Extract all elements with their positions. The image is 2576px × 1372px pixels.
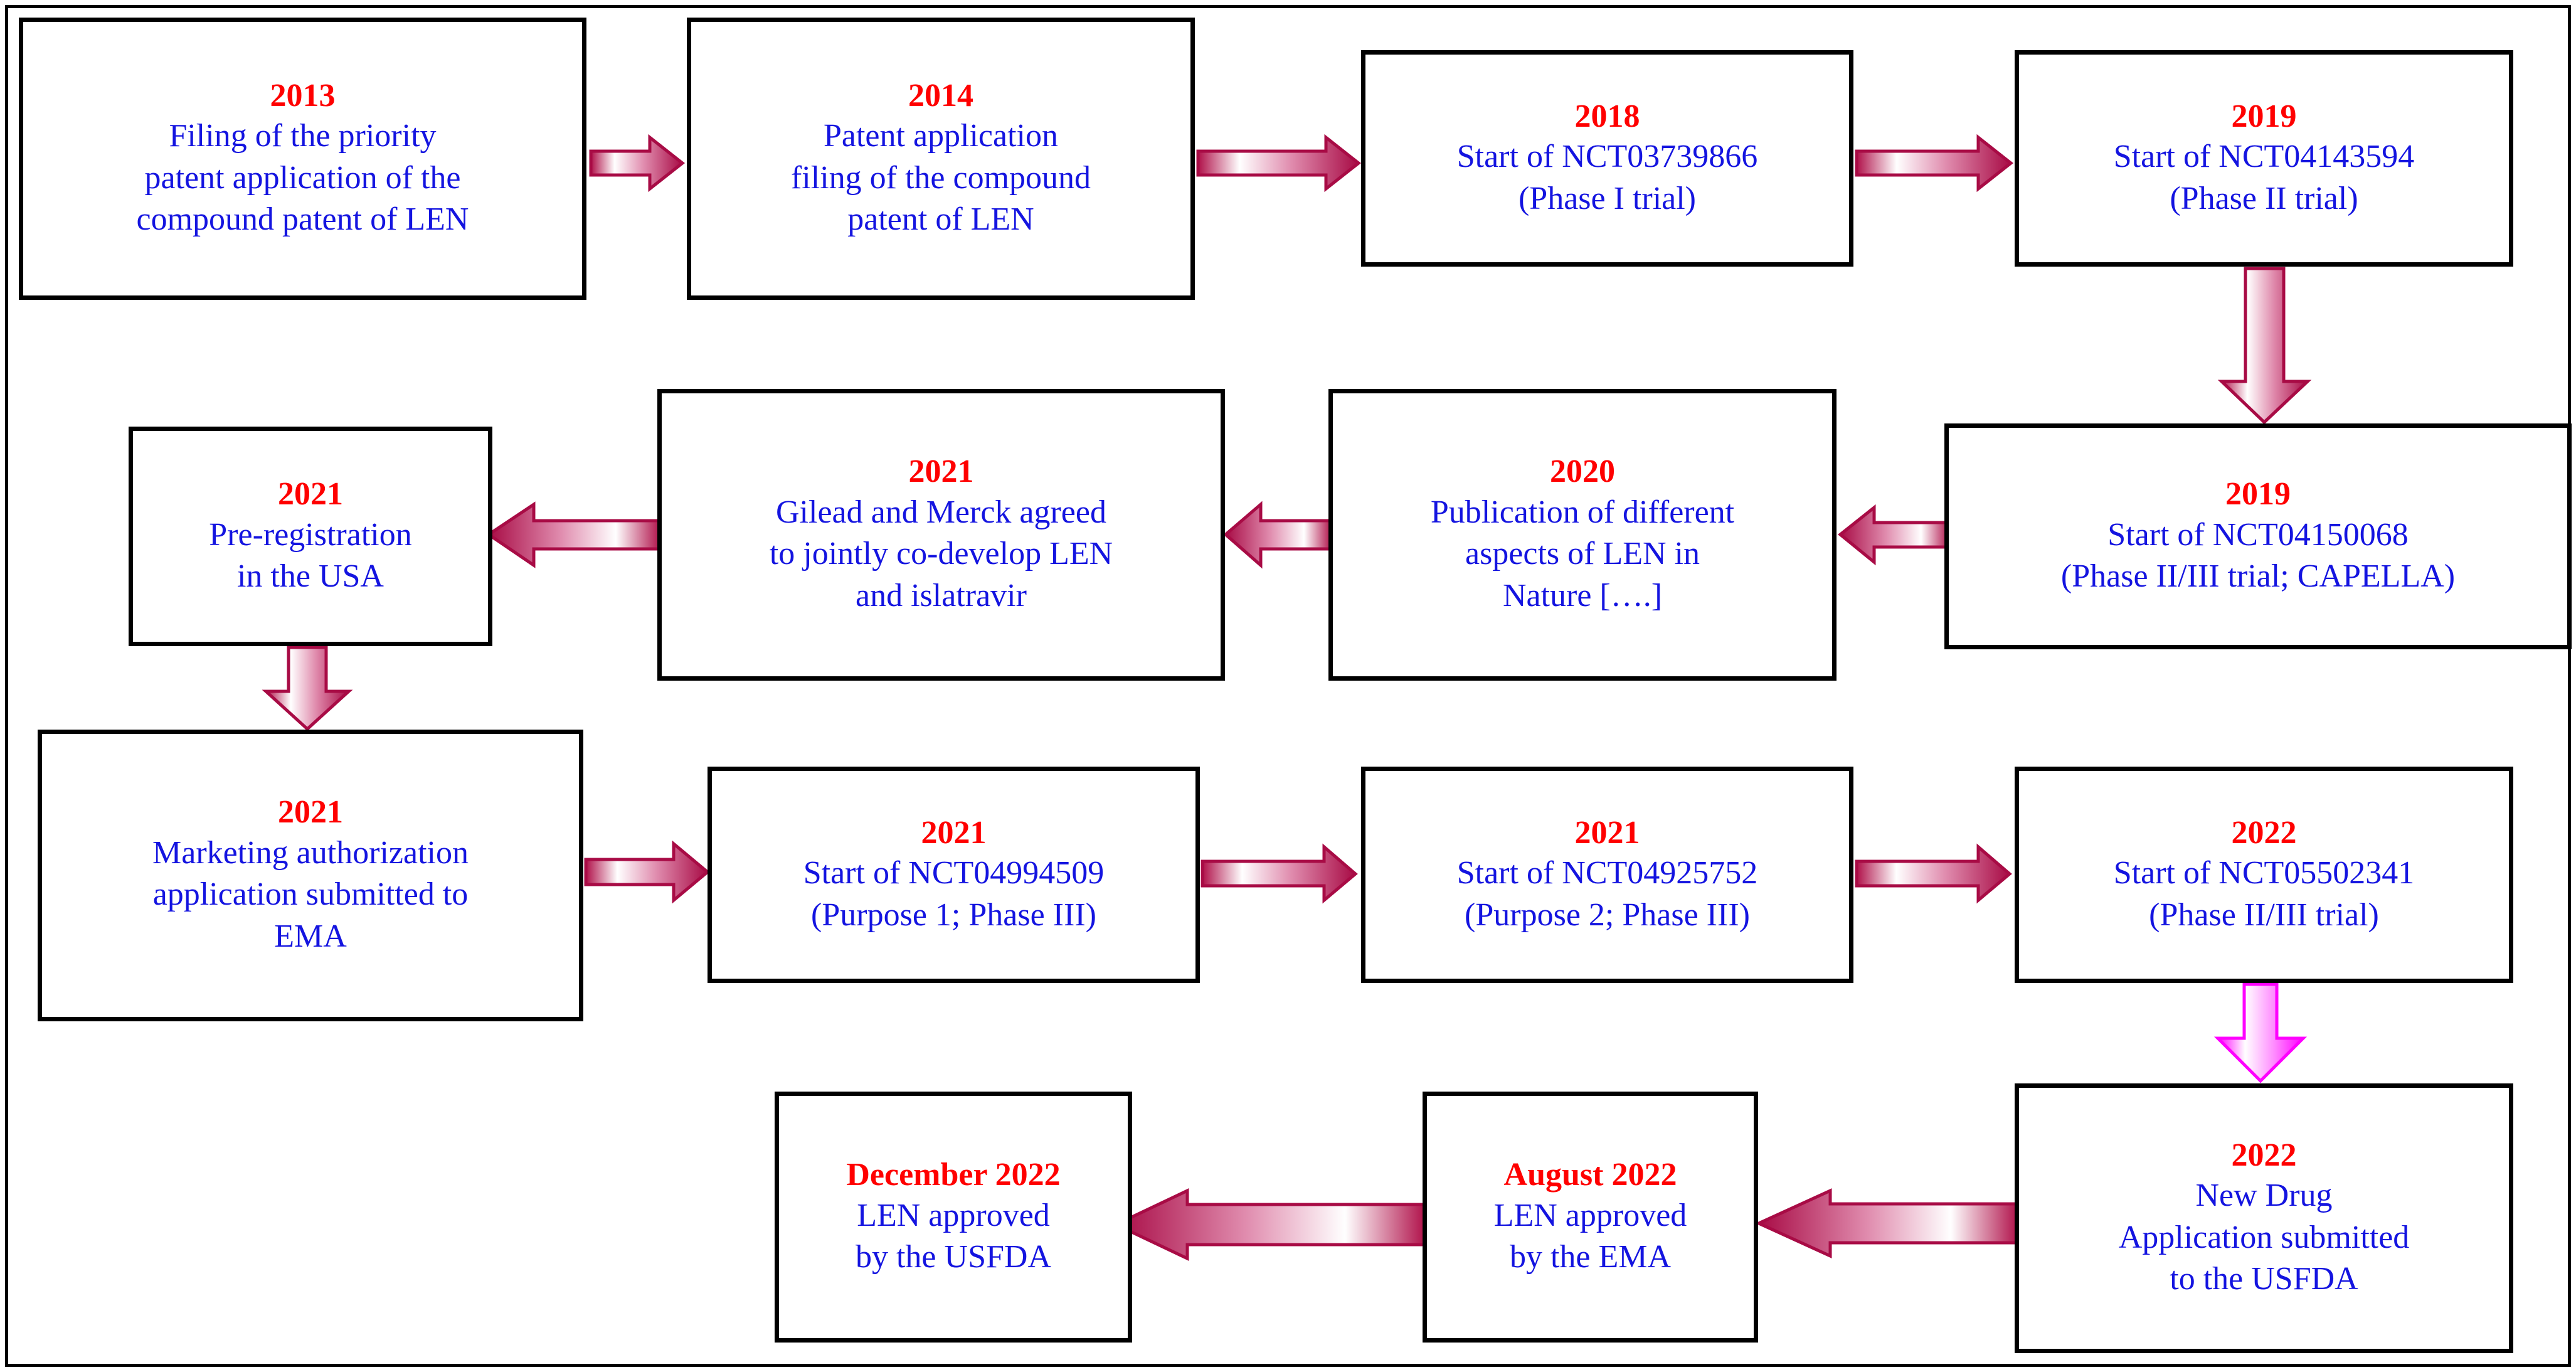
node-year: 2022 <box>2231 1137 2297 1173</box>
node-body: Start of NCT03739866 (Phase I trial) <box>1456 139 1758 216</box>
node-body: Start of NCT04143594 (Phase II trial) <box>2113 139 2415 216</box>
node-year: December 2022 <box>846 1157 1061 1193</box>
arrow-ema-submission-to-nct04994509 <box>584 840 710 904</box>
node-2021-ema-marketing-authorization[interactable]: 2021 Marketing authorization application… <box>38 730 583 1021</box>
figure-border <box>5 5 2571 1367</box>
arrow-2021-gilead-to-preregistration <box>485 501 662 568</box>
arrow-nct05502341-to-nda-usfda <box>2208 982 2314 1083</box>
node-2014-patent-filing[interactable]: 2014 Patent application filing of the co… <box>687 18 1195 300</box>
node-year: August 2022 <box>1503 1157 1677 1193</box>
node-2021-preregistration-usa[interactable]: 2021 Pre-registration in the USA <box>129 427 492 646</box>
node-year: 2019 <box>2231 98 2297 134</box>
arrow-2014-to-2018 <box>1196 134 1362 193</box>
node-year: 2020 <box>1550 454 1615 490</box>
node-2022-new-drug-application-usfda[interactable]: 2022 New Drug Application submitted to t… <box>2015 1083 2513 1353</box>
node-body: Patent application filing of the compoun… <box>790 118 1091 238</box>
arrow-2018-to-2019a <box>1855 134 2014 193</box>
node-year: 2021 <box>278 476 343 513</box>
arrow-2013-to-2014 <box>589 134 686 193</box>
node-body: Filing of the priority patent applicatio… <box>136 118 469 238</box>
node-year: 2021 <box>1574 814 1640 851</box>
node-year: 2021 <box>908 454 974 490</box>
node-body: New Drug Application submitted to the US… <box>2118 1178 2410 1297</box>
node-december-2022-len-approved-usfda[interactable]: December 2022 LEN approved by the USFDA <box>775 1092 1132 1343</box>
node-2019-nct04143594[interactable]: 2019 Start of NCT04143594 (Phase II tria… <box>2015 50 2513 267</box>
arrow-nda-to-ema-approval <box>1754 1188 2020 1258</box>
node-year: 2018 <box>1574 98 1640 134</box>
arrow-nct04925752-to-nct05502341 <box>1855 843 2012 904</box>
node-year: 2014 <box>908 77 973 114</box>
node-year: 2022 <box>2231 814 2297 851</box>
node-body: Start of NCT04994509 (Purpose 1; Phase I… <box>803 855 1105 933</box>
node-body: Start of NCT04150068 (Phase II/III trial… <box>2060 516 2456 595</box>
node-body: LEN approved by the USFDA <box>855 1197 1052 1275</box>
node-2021-nct04994509-purpose1[interactable]: 2021 Start of NCT04994509 (Purpose 1; Ph… <box>708 767 1200 983</box>
node-2021-gilead-merck-agreement[interactable]: 2021 Gilead and Merck agreed to jointly … <box>657 389 1225 681</box>
node-body: Gilead and Merck agreed to jointly co-de… <box>769 494 1113 614</box>
node-body: LEN approved by the EMA <box>1493 1197 1687 1275</box>
node-2021-nct04925752-purpose2[interactable]: 2021 Start of NCT04925752 (Purpose 2; Ph… <box>1361 767 1853 983</box>
arrow-preregistration-to-ema-submission <box>262 646 353 731</box>
arrow-ema-approval-to-usfda-approval <box>1112 1188 1428 1261</box>
node-year: 2021 <box>278 794 343 831</box>
node-2013-priority-patent[interactable]: 2013 Filing of the priority patent appli… <box>19 18 586 300</box>
node-2020-nature-publication[interactable]: 2020 Publication of different aspects of… <box>1328 389 1837 681</box>
node-year: 2021 <box>921 814 987 851</box>
node-body: Start of NCT04925752 (Purpose 2; Phase I… <box>1456 855 1758 933</box>
node-august-2022-len-approved-ema[interactable]: August 2022 LEN approved by the EMA <box>1423 1092 1758 1343</box>
node-body: Start of NCT05502341 (Phase II/III trial… <box>2113 855 2415 933</box>
node-body: Marketing authorization application subm… <box>152 834 469 954</box>
node-body: Publication of different aspects of LEN … <box>1430 494 1735 614</box>
arrow-2020-to-2021-gilead-merck <box>1223 501 1333 569</box>
node-year: 2013 <box>270 77 336 114</box>
node-2018-nct03739866[interactable]: 2018 Start of NCT03739866 (Phase I trial… <box>1361 50 1853 267</box>
arrow-nct04994509-to-nct04925752 <box>1201 843 1358 904</box>
node-year: 2019 <box>2225 476 2291 513</box>
node-2019-nct04150068-capella[interactable]: 2019 Start of NCT04150068 (Phase II/III … <box>1944 423 2572 649</box>
node-2022-nct05502341[interactable]: 2022 Start of NCT05502341 (Phase II/III … <box>2015 767 2513 983</box>
node-body: Pre-registration in the USA <box>209 516 412 595</box>
arrow-2019a-to-2019b <box>2217 267 2312 425</box>
arrow-2019b-to-2020 <box>1838 504 1951 566</box>
